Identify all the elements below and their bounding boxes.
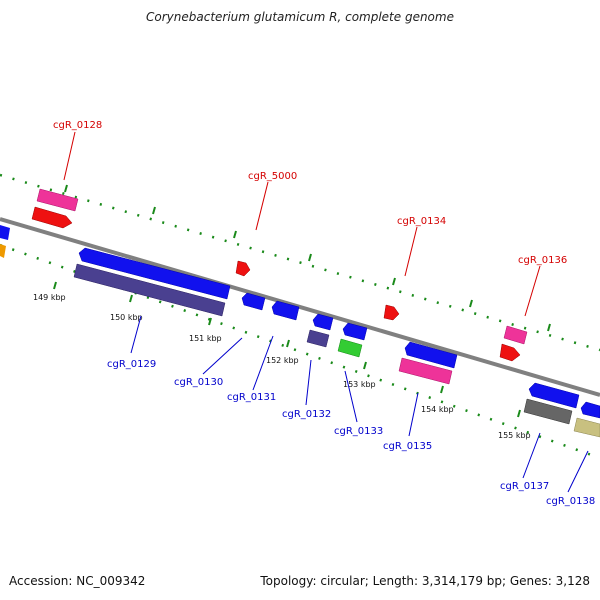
- outer-tick: [64, 184, 68, 193]
- outer-tick: [392, 277, 396, 286]
- gene-feature-cgR_0138b[interactable]: [573, 417, 600, 438]
- outer-tick-track: [0, 173, 600, 352]
- outer-tick: [233, 230, 237, 239]
- gene-feature-left-orange[interactable]: [0, 244, 6, 258]
- svg-text:cgR_0136: cgR_0136: [518, 255, 567, 266]
- kbp-tick-152: 152 kbp: [266, 339, 299, 365]
- gene-feature-cgR_0134[interactable]: [383, 304, 400, 321]
- label-cgR_0133[interactable]: cgR_0133: [334, 370, 383, 437]
- gene-feature-cgR_0137b[interactable]: [523, 398, 573, 425]
- gene-feature-cgR_0131[interactable]: [271, 300, 300, 321]
- genome-title: Corynebacterium glutamicum R, complete g…: [146, 10, 454, 24]
- outer-tick: [152, 206, 156, 215]
- label-cgR_0131[interactable]: cgR_0131: [227, 335, 276, 403]
- gene-feature-cgR_0137a[interactable]: [528, 382, 580, 409]
- label-cgR_0128[interactable]: cgR_0128: [53, 120, 102, 181]
- kbp-tick-151: 151 kbp: [189, 317, 222, 343]
- label-cgR_0132[interactable]: cgR_0132: [282, 359, 331, 420]
- gene-feature-cgR_0129b[interactable]: [73, 263, 226, 317]
- gene-feature-cgR_0132b[interactable]: [306, 329, 330, 348]
- gene-feature-cgR_0138a[interactable]: [580, 401, 600, 419]
- kbp-tick-153: 153 kbp: [343, 361, 376, 389]
- label-cgR_5000[interactable]: cgR_5000: [248, 171, 297, 231]
- svg-text:150 kbp: 150 kbp: [110, 313, 143, 322]
- svg-text:cgR_0133: cgR_0133: [334, 426, 383, 437]
- kbp-tick-155: 155 kbp: [498, 409, 531, 440]
- gene-feature-cgR_0129[interactable]: [78, 247, 231, 300]
- svg-text:149 kbp: 149 kbp: [33, 293, 66, 302]
- svg-text:152 kbp: 152 kbp: [266, 356, 299, 365]
- gene-feature-cgR_0133b[interactable]: [337, 338, 363, 358]
- svg-text:cgR_0135: cgR_0135: [383, 441, 432, 452]
- label-cgR_0136[interactable]: cgR_0136: [518, 255, 567, 317]
- gene-feature-cgR_0132a[interactable]: [312, 313, 334, 331]
- svg-text:cgR_0132: cgR_0132: [282, 409, 331, 420]
- svg-text:153 kbp: 153 kbp: [343, 380, 376, 389]
- svg-text:cgR_0134: cgR_0134: [397, 216, 446, 227]
- label-cgR_0137[interactable]: cgR_0137: [500, 432, 549, 492]
- kbp-tick-154: 154 kbp: [421, 385, 454, 414]
- label-cgR_0138[interactable]: cgR_0138: [546, 450, 595, 507]
- label-cgR_0129[interactable]: cgR_0129: [107, 315, 156, 370]
- kbp-tick-149: 149 kbp: [33, 281, 66, 302]
- svg-text:cgR_5000: cgR_5000: [248, 171, 297, 182]
- gene-feature-cgR_0133a[interactable]: [342, 322, 368, 341]
- label-cgR_0130[interactable]: cgR_0130: [174, 337, 243, 388]
- outer-tick: [547, 323, 551, 332]
- outer-tick: [469, 299, 473, 308]
- svg-text:cgR_0129: cgR_0129: [107, 359, 156, 370]
- gene-feature-cgR_0130[interactable]: [241, 292, 266, 311]
- gene-feature-cgR_0135b[interactable]: [398, 357, 453, 385]
- svg-text:cgR_0138: cgR_0138: [546, 496, 595, 507]
- svg-text:155 kbp: 155 kbp: [498, 431, 531, 440]
- gene-feature-cgR_0136-pink[interactable]: [503, 325, 528, 345]
- gene-feature-cgR_0128-red[interactable]: [31, 206, 73, 229]
- svg-text:cgR_0128: cgR_0128: [53, 120, 102, 131]
- label-cgR_0135[interactable]: cgR_0135: [383, 392, 432, 452]
- gene-feature-cgR_5000[interactable]: [235, 260, 251, 277]
- gene-feature-cgR_0135a[interactable]: [404, 341, 458, 369]
- label-cgR_0134[interactable]: cgR_0134: [397, 216, 446, 277]
- svg-text:cgR_0130: cgR_0130: [174, 377, 223, 388]
- svg-text:cgR_0131: cgR_0131: [227, 392, 276, 403]
- genome-backbone: [0, 217, 600, 397]
- svg-text:151 kbp: 151 kbp: [189, 334, 222, 343]
- accession-text: Accession: NC_009342: [9, 574, 146, 588]
- outer-tick: [308, 253, 312, 262]
- svg-text:cgR_0137: cgR_0137: [500, 481, 549, 492]
- kbp-tick-150: 150 kbp: [110, 294, 143, 322]
- gene-feature-left-blue[interactable]: [0, 225, 10, 240]
- svg-text:154 kbp: 154 kbp: [421, 405, 454, 414]
- gene-feature-cgR_0136-red[interactable]: [499, 343, 521, 362]
- genome-summary-text: Topology: circular; Length: 3,314,179 bp…: [260, 574, 590, 588]
- gene-feature-cgR_0128-pink[interactable]: [36, 188, 79, 212]
